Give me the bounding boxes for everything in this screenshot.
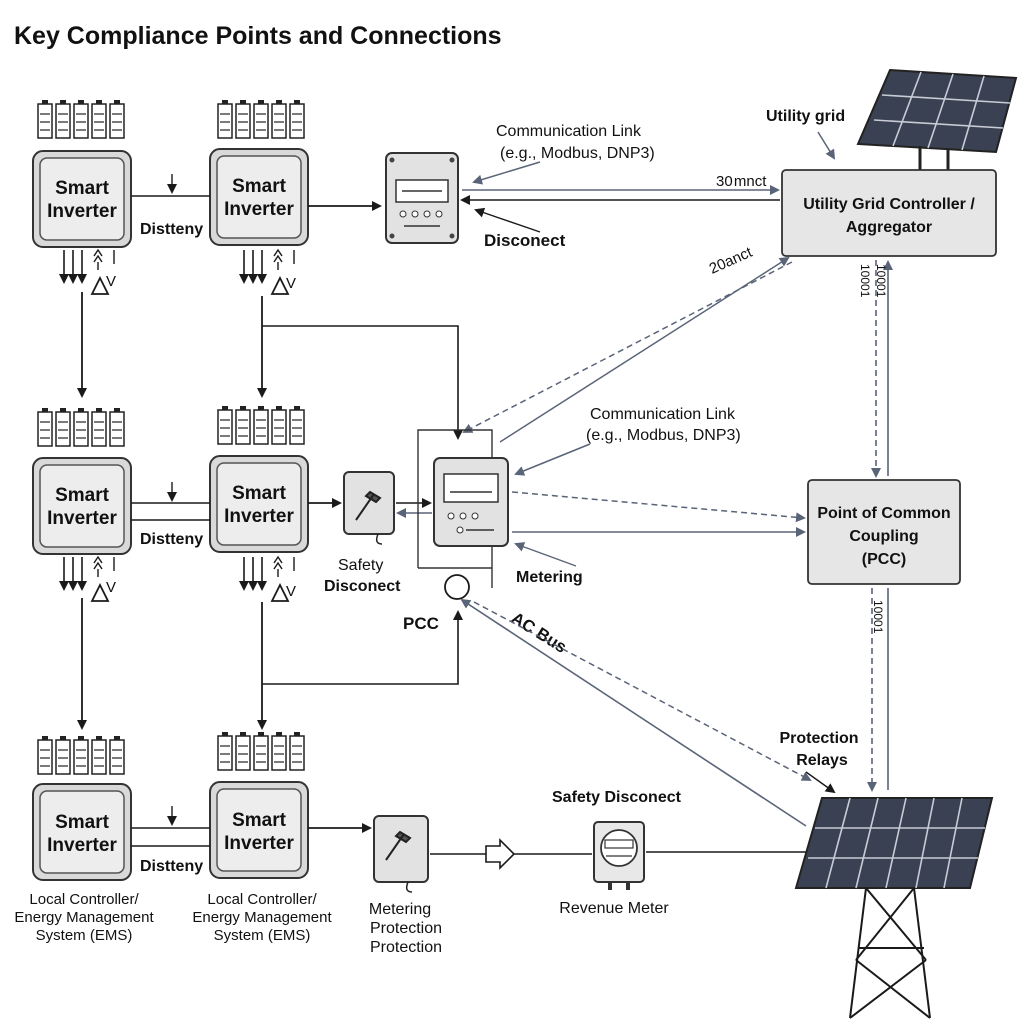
pcc-label: PCC (403, 614, 439, 633)
comm-dashed-pcc-to-solar-diag (473, 601, 812, 781)
vertical-label-a: 10001 (858, 264, 872, 298)
battery-bank-r2c1 (37, 407, 125, 447)
smart-inverter-r1c1: Smart Inverter (32, 150, 132, 248)
distteny-label: Distteny (140, 858, 203, 875)
utility-grid-label: Utility grid (766, 108, 845, 125)
pcc-box-line3: (PCC) (862, 551, 906, 568)
safety-disconect-bottom-label: Safety Disconect (552, 789, 682, 806)
revenue-meter-device (593, 821, 645, 890)
distteny-label: Distteny (140, 221, 203, 238)
battery-bank-r2c2 (217, 405, 305, 445)
protection-relays-pointer (805, 771, 836, 794)
metering-pointer (514, 542, 577, 567)
metering-protection-line3: Protection (370, 939, 442, 956)
metering-protection-line1: Metering (369, 901, 431, 918)
utility-grid-solar-panel (856, 68, 1018, 172)
comm-solid-meter-to-utility (499, 256, 790, 443)
safety-disconect-label-line2: Disconect (324, 578, 401, 595)
ac-bus-line (460, 598, 807, 827)
inverter-label: Smart (55, 178, 110, 199)
protection-relays-line2: Relays (796, 752, 848, 769)
inverter-label: Inverter (224, 506, 294, 527)
solar-array-with-tower (794, 797, 994, 1019)
metering-protection-line2: Protection (370, 920, 442, 937)
vertical-label-c: 10001 (871, 600, 885, 634)
ems-c1-line3: System (EMS) (36, 927, 133, 944)
inverter-label: Inverter (47, 508, 117, 529)
smart-inverter-r2c2: Smart Inverter (209, 455, 309, 553)
inverter-label: Inverter (224, 833, 294, 854)
battery-bank-r3c1 (37, 735, 125, 775)
protection-relays-line1: Protection (779, 730, 858, 747)
comm-link-top-pointer (472, 161, 541, 185)
utility-grid-controller-box: Utility Grid Controller / Aggregator (781, 169, 997, 257)
utility-controller-line1: Utility Grid Controller / (803, 196, 975, 213)
battery-bank-r1c1 (37, 99, 125, 139)
inverter-label: Smart (232, 810, 287, 831)
metering-device (433, 457, 509, 547)
inverter-label: Inverter (47, 835, 117, 856)
comm-link-top-line1: Communication Link (496, 123, 642, 140)
diagram-title: Key Compliance Points and Connections (14, 22, 502, 50)
ems-c2-line3: System (EMS) (214, 927, 311, 944)
comm-link-mid-line1: Communication Link (590, 406, 736, 423)
v-label: V (106, 273, 116, 290)
ems-c2-line1: Local Controller/ (207, 891, 317, 908)
smart-inverter-r3c1: Smart Inverter (32, 783, 132, 881)
pcc-box: Point of Common Coupling (PCC) (807, 479, 961, 585)
inverter-label: Smart (55, 485, 110, 506)
connect-30-label: 30 mnct (716, 173, 767, 190)
pcc-box-line2: Coupling (849, 528, 918, 545)
pcc-node (444, 574, 470, 600)
inverter-label: Smart (232, 483, 287, 504)
battery-bank-r3c2 (217, 731, 305, 771)
smart-inverter-r2c1: Smart Inverter (32, 457, 132, 555)
v-label: V (106, 579, 116, 596)
v-label: V (286, 583, 296, 600)
inverter-label: Smart (232, 176, 287, 197)
ems-c1-line2: Energy Management (14, 909, 154, 926)
ems-c1-line1: Local Controller/ (29, 891, 139, 908)
comm-link-mid-pointer (514, 443, 591, 476)
inverter-label: Inverter (224, 199, 294, 220)
safety-disconect-label-line1: Safety (338, 557, 383, 574)
bus-to-pcc (262, 610, 463, 685)
hollow-arrow-icon (485, 838, 516, 870)
distteny-label: Distteny (140, 531, 203, 548)
inverter-label: Smart (55, 812, 110, 833)
disconect-label: Disconect (484, 231, 566, 250)
vertical-label-b: 10001 (874, 264, 888, 298)
utility-grid-pointer (817, 131, 836, 160)
bus-to-meter (262, 325, 463, 440)
disconect-device-top (385, 152, 459, 244)
pcc-box-line1: Point of Common (817, 505, 950, 522)
disconect-pointer (474, 207, 541, 233)
ems-c2-line2: Energy Management (192, 909, 332, 926)
comm-dashed-meter-to-pcc (511, 491, 806, 523)
smart-inverter-r1c2: Smart Inverter (209, 148, 309, 246)
comm-link-top-line2: (e.g., Modbus, DNP3) (500, 145, 655, 162)
metering-label: Metering (516, 569, 583, 586)
v-label: V (286, 275, 296, 292)
inverter-label: Inverter (47, 201, 117, 222)
revenue-meter-label: Revenue Meter (559, 900, 669, 917)
connect-20-label: 20anct (707, 243, 756, 277)
battery-bank-r1c2 (217, 99, 305, 139)
metering-protection-device (373, 815, 429, 893)
safety-disconect-device (343, 471, 395, 545)
utility-controller-line2: Aggregator (846, 219, 932, 236)
comm-link-mid-line2: (e.g., Modbus, DNP3) (586, 427, 741, 444)
smart-inverter-r3c2: Smart Inverter (209, 781, 309, 879)
